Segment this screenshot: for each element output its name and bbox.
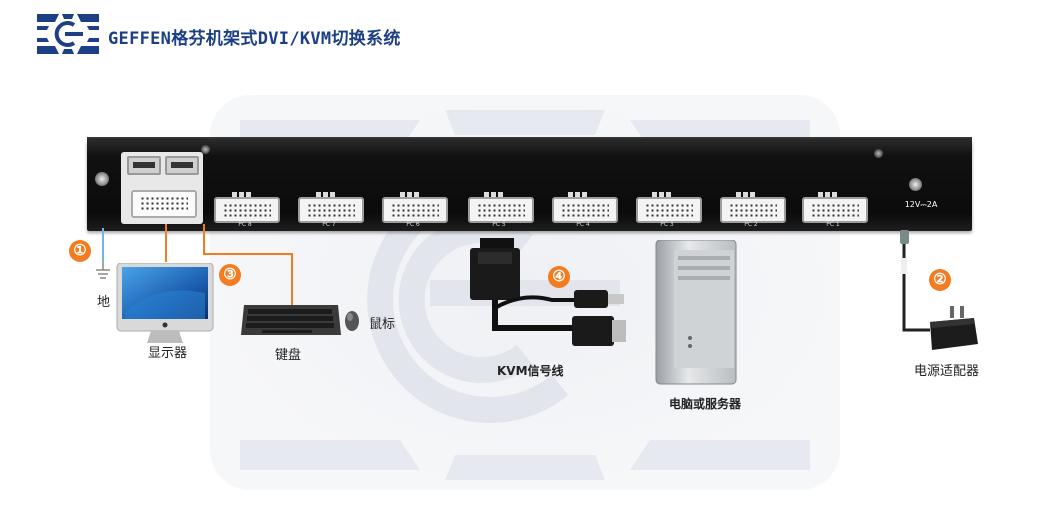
geffen-logo-icon (37, 14, 99, 54)
ground-terminal-icon (95, 172, 109, 186)
port-indicator-icon (736, 183, 776, 198)
kvm-cable-icon (470, 238, 626, 346)
step-2-badge: ② (929, 269, 951, 291)
mouse-label: 鼠标 (369, 317, 396, 332)
monitor-icon (116, 263, 214, 343)
power-adapter-label: 电源适配器 (914, 364, 980, 379)
port-label-pc5: PC 5 (492, 221, 506, 228)
step-1-badge: ① (69, 240, 91, 262)
step-3-badge: ③ (219, 264, 241, 286)
port-indicator-icon (484, 183, 524, 198)
keyboard-label: 键盘 (275, 348, 302, 363)
dvi-port-pc4-icon (552, 197, 618, 223)
mouse-icon (345, 311, 359, 331)
usb-port-icon (127, 156, 161, 175)
page-title: GEFFEN格芬机架式DVI/KVM切换系统 (108, 29, 401, 49)
rack-top-edge (87, 137, 972, 142)
console-dvi-port-icon (131, 190, 197, 218)
port-indicator-icon (818, 183, 858, 198)
keyboard-icon (241, 305, 341, 335)
power-rating-label: 12V⎓2A (904, 200, 938, 209)
dvi-port-pc6-icon (382, 197, 448, 223)
usb-port-icon (165, 156, 199, 175)
ground-label: 地 (97, 295, 111, 310)
dvi-port-pc1-icon (802, 197, 868, 223)
dvi-port-pc8-icon (214, 197, 280, 223)
dvi-port-pc5-icon (468, 197, 534, 223)
port-indicator-icon (232, 183, 272, 198)
dvi-port-pc2-icon (720, 197, 786, 223)
power-jack-icon (909, 178, 922, 191)
kvm-cable-label: KVM信号线 (497, 364, 564, 378)
port-label-pc2: PC 2 (744, 221, 758, 228)
screw-icon (874, 149, 883, 158)
port-indicator-icon (316, 183, 356, 198)
power-adapter-icon (930, 306, 978, 350)
server-label: 电脑或服务器 (669, 397, 742, 411)
screw-icon (201, 145, 210, 154)
monitor-label: 显示器 (148, 346, 188, 361)
port-indicator-icon (400, 183, 440, 198)
port-label-pc7: PC 7 (322, 221, 336, 228)
ground-symbol-icon (96, 262, 110, 279)
port-label-pc1: PC 1 (826, 221, 840, 228)
port-indicator-icon (568, 183, 608, 198)
port-label-pc4: PC 4 (576, 221, 590, 228)
port-label-pc8: PC 8 (238, 221, 252, 228)
step-4-badge: ④ (548, 266, 570, 288)
dvi-port-pc7-icon (298, 197, 364, 223)
computer-tower-icon (655, 240, 737, 385)
port-label-pc6: PC 6 (406, 221, 420, 228)
port-label-pc3: PC 3 (660, 221, 674, 228)
dvi-port-pc3-icon (636, 197, 702, 223)
port-indicator-icon (652, 183, 692, 198)
console-io-panel (121, 152, 203, 224)
